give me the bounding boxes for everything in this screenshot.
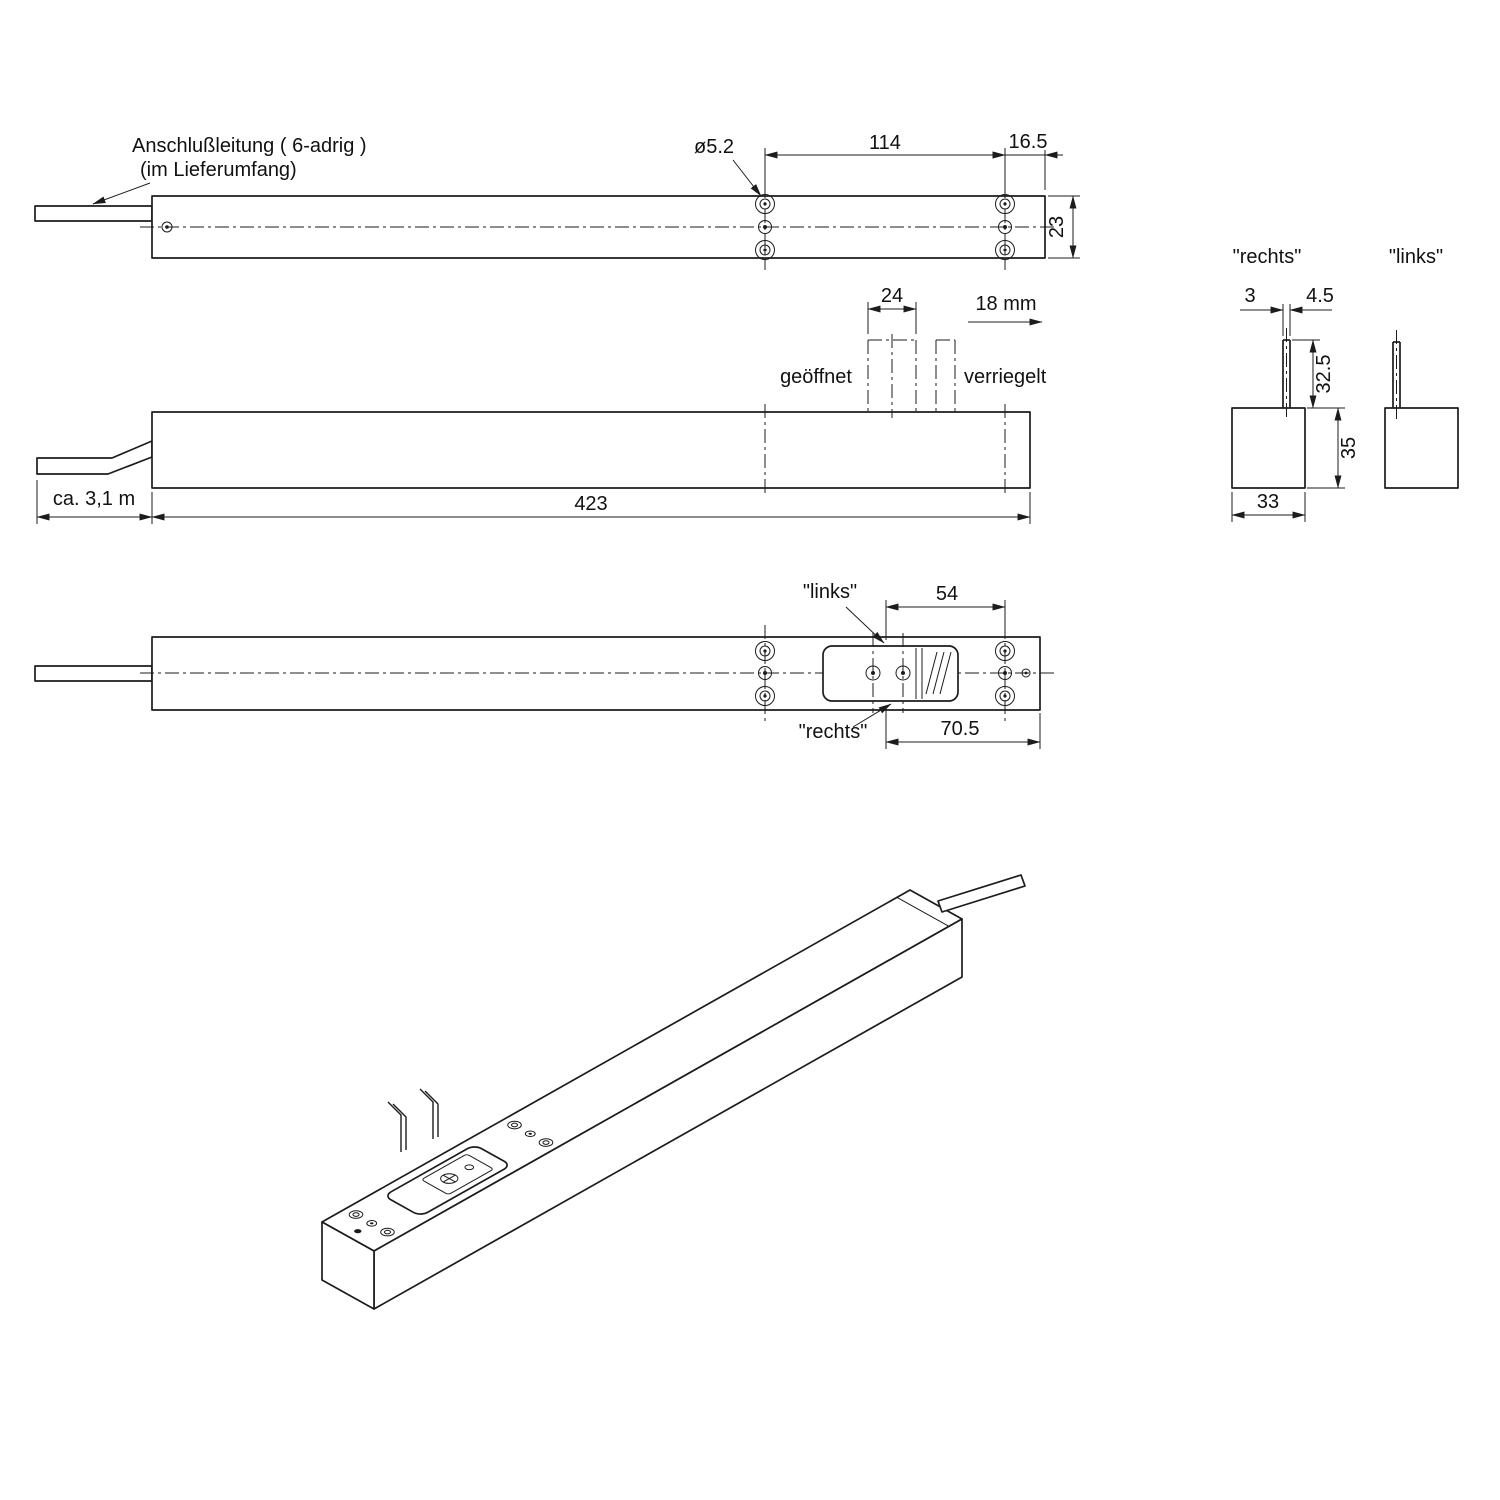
view-top-elevation: Anschlußleitung ( 6-adrig ) (im Lieferum…: [34, 131, 1080, 270]
hole-column-b: [995, 625, 1031, 721]
callout-rechts: "rechts": [799, 703, 892, 743]
end-screw: [161, 221, 173, 233]
bolt-open-outline: [867, 334, 917, 418]
dim-text: 35: [1338, 437, 1360, 459]
cable-stub: [34, 205, 153, 222]
dim-text: 32.5: [1313, 355, 1335, 394]
dim-text: 3: [1244, 285, 1255, 307]
iso-end-face: [321, 1221, 375, 1310]
leader-line: [92, 182, 151, 205]
dim-housing-length: 423: [151, 492, 1031, 524]
leader-line: [852, 703, 892, 728]
dim-profile-width: 33: [1231, 491, 1306, 522]
dim-profile-height: 35: [1307, 407, 1360, 489]
dim-bolt-protrusion: 32.5: [1292, 339, 1335, 409]
view-end-links: "links": [1384, 246, 1459, 489]
dim-bolt-width: 24: [867, 285, 917, 334]
cable-callout: Anschlußleitung ( 6-adrig ) (im Lieferum…: [92, 135, 367, 205]
iso-hole-trio-mid: [505, 1120, 556, 1148]
iso-top-details: [329, 897, 949, 1247]
view-end-rechts: "rechts" 3 4.5 32.5 35: [1231, 246, 1360, 522]
dim-text: 33: [1257, 491, 1279, 513]
dim-text: 24: [881, 285, 903, 307]
left-callout: "links": [803, 581, 857, 603]
dim-pin-to-hole: 54: [885, 583, 1006, 640]
right-callout: "rechts": [799, 721, 868, 743]
dim-bolt-thickness: 4.5: [1289, 285, 1334, 336]
open-label: geöffnet: [780, 366, 852, 388]
hole-column-b: [995, 184, 1015, 270]
housing-body: [151, 411, 1031, 489]
iso-cable: [937, 874, 1026, 913]
spring-icon: [925, 651, 938, 695]
lock-housing: [822, 645, 959, 702]
dim-text: 423: [574, 493, 607, 515]
dim-text: 114: [869, 132, 901, 154]
profile-section: [1231, 407, 1306, 489]
cable-bend: [36, 440, 153, 475]
iso-front-face: [373, 918, 963, 1310]
right-heading: "rechts": [1233, 246, 1302, 268]
dim-bolt-edge-offset: 3: [1240, 285, 1284, 336]
profile-section: [1384, 407, 1459, 489]
dim-text: 54: [936, 583, 958, 605]
dim-text: ø5.2: [694, 136, 734, 158]
cable-stub: [34, 665, 153, 682]
dim-text: 23: [1046, 216, 1068, 238]
iso-striker-hooks: [387, 1088, 439, 1152]
view-isometric: [321, 874, 1026, 1310]
dim-hole-end-offset: 16.5: [987, 131, 1063, 190]
dim-cable-length: ca. 3,1 m: [36, 480, 153, 524]
dim-text: 16.5: [1009, 131, 1048, 153]
stroke-label: 18 mm: [975, 293, 1036, 315]
hole-column-a: [755, 625, 775, 721]
iso-hole-trio-end: [346, 1209, 397, 1237]
leader-line: [845, 606, 885, 644]
callout-links: "links": [803, 581, 885, 644]
leader-line: [732, 159, 762, 197]
dim-profile-depth: 23: [1046, 195, 1080, 259]
dim-hole-spacing: 114: [764, 132, 1006, 192]
lock-mechanism: [822, 633, 959, 713]
cable-label-line2: (im Lieferumfang): [140, 159, 297, 181]
cable-label-line1: Anschlußleitung ( 6-adrig ): [132, 135, 367, 157]
stroke-indicator: 18 mm: [968, 293, 1043, 326]
dim-text: 70.5: [941, 718, 980, 740]
view-side-elevation: geöffnet verriegelt 24 18 mm 423 ca. 3,1…: [36, 285, 1047, 524]
dim-text: 4.5: [1306, 285, 1334, 307]
iso-small-hole: [354, 1229, 362, 1234]
bolt-locked-outline: [935, 339, 956, 412]
dim-hole-diameter: ø5.2: [694, 136, 762, 197]
hole-column-a: [755, 184, 775, 270]
view-plan: "links" 54 "rechts" 70.5: [34, 581, 1056, 749]
dim-text: ca. 3,1 m: [53, 488, 135, 510]
left-heading: "links": [1389, 246, 1443, 268]
iso-lock-window: [421, 1154, 493, 1195]
locked-label: verriegelt: [964, 366, 1047, 388]
dim-pin-to-end: 70.5: [885, 706, 1041, 749]
